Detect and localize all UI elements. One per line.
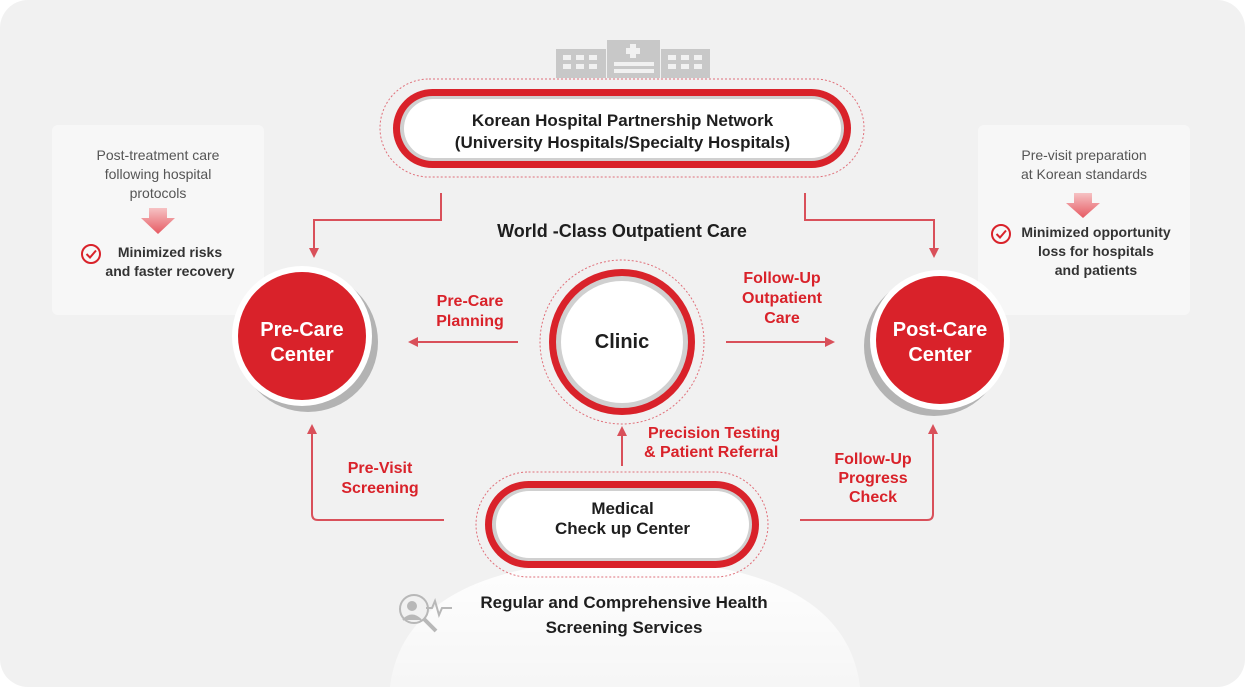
down-arrow-icon xyxy=(1066,193,1100,218)
right-card-benefit: Minimized opportunity loss for hospitals… xyxy=(1012,223,1180,280)
checkup-to-post-care-arrow xyxy=(800,424,938,521)
screening-glow xyxy=(390,560,860,687)
right-info-card xyxy=(978,125,1190,315)
world-class-heading: World -Class Outpatient Care xyxy=(497,221,747,241)
screening-services-label: Regular and Comprehensive Health Screeni… xyxy=(444,590,804,640)
follow-up-progress-label: Follow-Up Progress Check xyxy=(803,450,943,507)
network-title: Korean Hospital Partnership Network (Uni… xyxy=(404,110,841,154)
checkup-to-pre-care-arrow xyxy=(307,424,444,521)
pre-visit-screening-label: Pre-Visit Screening xyxy=(320,459,440,499)
hospital-buildings-icon xyxy=(556,40,710,78)
check-circle-icon xyxy=(81,244,101,264)
pre-care-planning-line1: Pre-Care xyxy=(436,293,504,310)
precision-testing-line1: Precision Testing xyxy=(648,425,781,442)
pre-visit-screening-line1: Pre-Visit xyxy=(347,460,413,477)
left-card-line1: Post-treatment care xyxy=(96,147,220,163)
pre-care-line2: Center xyxy=(270,344,334,366)
post-care-center-label: Post-Care Center xyxy=(875,318,1005,368)
right-card-benefit1: Minimized opportunity xyxy=(1021,224,1171,240)
left-card-benefit: Minimized risks and faster recovery xyxy=(95,243,245,281)
left-card-benefit1: Minimized risks xyxy=(117,244,223,260)
right-card-description: Pre-visit preparation at Korean standard… xyxy=(978,146,1190,184)
pre-visit-screening-line2: Screening xyxy=(341,480,419,497)
health-screening-icon xyxy=(399,594,452,633)
down-arrow-icon xyxy=(141,208,175,234)
right-card-line1: Pre-visit preparation xyxy=(1021,147,1147,163)
network-pill xyxy=(379,78,865,178)
clinic-node xyxy=(539,259,705,425)
follow-up-outpatient-line3: Care xyxy=(764,310,800,327)
precision-testing-label: Precision Testing & Patient Referral xyxy=(634,424,796,462)
left-card-description: Post-treatment care following hospital p… xyxy=(52,146,264,203)
right-card-benefit2: loss for hospitals xyxy=(1038,243,1154,259)
screening-line1: Regular and Comprehensive Health xyxy=(480,593,768,612)
follow-up-outpatient-line1: Follow-Up xyxy=(743,270,821,287)
checkup-pill xyxy=(475,471,769,578)
follow-up-progress-line2: Progress xyxy=(838,470,908,487)
network-to-post-care-arrow xyxy=(804,193,939,258)
pre-care-center-label: Pre-Care Center xyxy=(237,318,367,368)
network-title-line2: (University Hospitals/Specialty Hospital… xyxy=(454,133,791,152)
post-care-line1: Post-Care xyxy=(892,319,988,341)
check-circle-icon xyxy=(991,224,1011,244)
post-care-node xyxy=(864,270,1010,416)
pre-care-line1: Pre-Care xyxy=(260,319,344,341)
left-card-line2: following hospital xyxy=(104,166,212,182)
follow-up-outpatient-line2: Outpatient xyxy=(742,290,822,307)
clinic-label: Clinic xyxy=(594,331,650,353)
follow-up-progress-line1: Follow-Up xyxy=(834,451,912,468)
left-card-line3: protocols xyxy=(129,185,187,201)
pre-care-planning-line2: Planning xyxy=(436,313,504,330)
pre-care-node xyxy=(232,266,378,412)
screening-line2: Screening Services xyxy=(545,618,703,637)
precision-testing-line2: & Patient Referral xyxy=(644,444,779,461)
checkup-center-label: Medical Check up Center xyxy=(496,499,749,539)
checkup-line1: Medical xyxy=(591,499,654,518)
network-to-pre-care-arrow xyxy=(309,193,442,258)
follow-up-progress-line3: Check xyxy=(848,489,898,506)
checkup-line2: Check up Center xyxy=(554,519,691,538)
post-care-line2: Center xyxy=(908,344,972,366)
network-title-line1: Korean Hospital Partnership Network xyxy=(471,111,774,130)
pre-care-planning-label: Pre-Care Planning xyxy=(410,292,530,332)
follow-up-outpatient-label: Follow-Up Outpatient Care xyxy=(712,269,852,329)
right-card-line2: at Korean standards xyxy=(1020,166,1148,182)
right-card-benefit3: and patients xyxy=(1054,262,1138,278)
left-card-benefit2: and faster recovery xyxy=(105,263,235,279)
